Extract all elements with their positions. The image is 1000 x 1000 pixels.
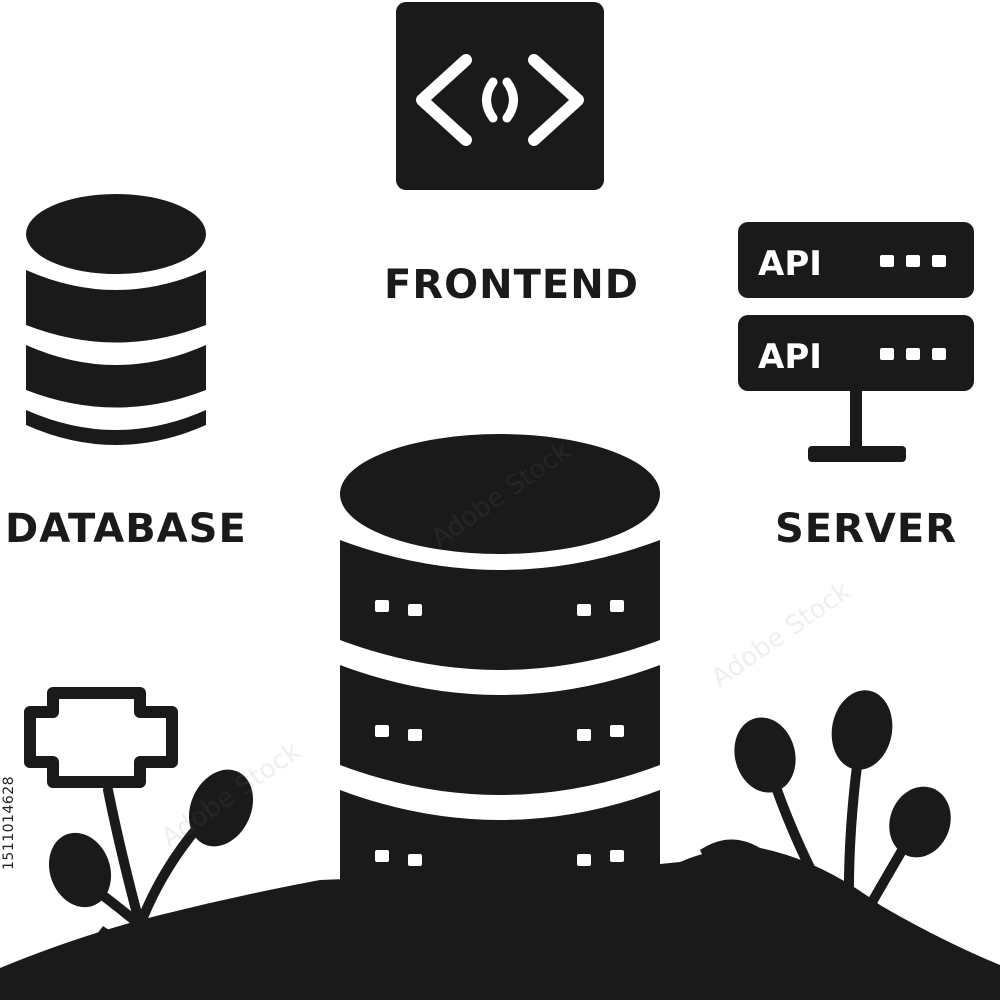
- stock-id-text: 1511014628: [1, 775, 17, 870]
- database-icon: [26, 194, 206, 445]
- ground-mound: [0, 847, 1000, 1000]
- database-label: DATABASE: [5, 506, 247, 552]
- api-label-2: API: [758, 337, 822, 377]
- plant-icon: [48, 769, 254, 944]
- server-cylinder-icon: [340, 434, 660, 920]
- frontend-label: FRONTEND: [384, 262, 639, 308]
- server-label: SERVER: [775, 506, 958, 552]
- api-label-1: API: [758, 244, 822, 284]
- api-server-icon: API API: [738, 222, 974, 462]
- code-brackets-icon: [396, 2, 604, 190]
- plant-icon-right: [700, 690, 951, 945]
- circuit-connector-icon: [24, 687, 178, 788]
